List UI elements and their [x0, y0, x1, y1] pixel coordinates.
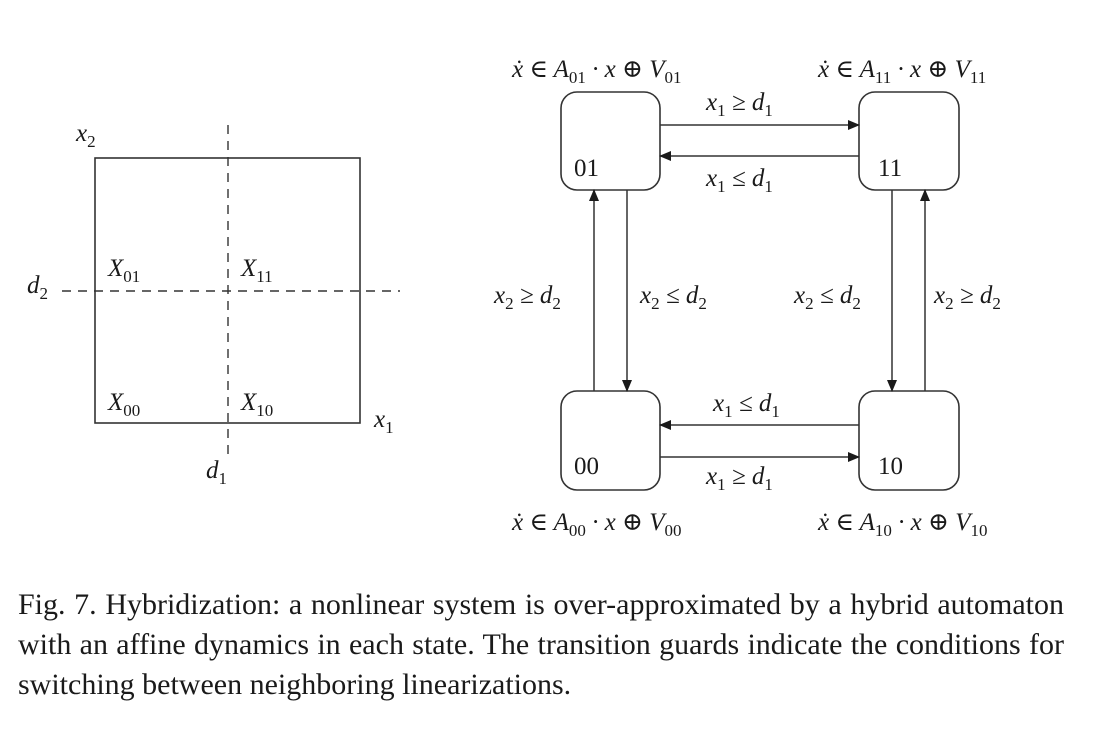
state-node-00: [560, 390, 661, 491]
guard-label-11-to-10: x2​ ≤ d2​: [793, 282, 861, 313]
guard-label-00-to-10: x1​ ≥ d1​: [705, 463, 773, 494]
guard-label-11-to-01: x1​ ≤ d1​: [705, 165, 773, 196]
hybridization-figure: x2 x1 d2 d1 X01 X11 X00 X10 01 11: [27, 56, 1001, 540]
guard-label-10-to-00: x1​ ≤ d1​: [712, 390, 780, 421]
region-label-x01: X01: [107, 255, 140, 286]
dynamics-label-00: ẋ ∈ A00​ · x ⊕ V00​: [511, 509, 682, 540]
state-node-10: [858, 390, 960, 491]
state-id-01: 01: [574, 155, 599, 182]
axis-label-x1: x1: [373, 406, 394, 437]
guard-label-01-to-11: x1​ ≥ d1​: [705, 89, 773, 120]
axis-label-x2: x2: [75, 120, 96, 151]
threshold-label-d2: d2: [27, 272, 48, 303]
region-label-x10: X10: [240, 389, 273, 420]
state-node-01: [560, 91, 661, 191]
guard-label-01-to-00: x2​ ≤ d2​: [639, 282, 707, 313]
state-id-10: 10: [878, 453, 903, 480]
state-id-11: 11: [878, 155, 902, 182]
dynamics-label-11: ẋ ∈ A11​ · x ⊕ V11​: [817, 56, 986, 87]
region-label-x11: X11: [240, 255, 273, 286]
guard-label-00-to-01: x2​ ≥ d2​: [493, 282, 561, 313]
guard-label-10-to-11: x2​ ≥ d2​: [933, 282, 1001, 313]
threshold-label-d1: d1: [206, 457, 227, 488]
hybrid-automaton: 01 11 00 10 ẋ ∈ A01​ · x ⊕ V01​ ẋ ∈ A11​…: [493, 56, 1001, 540]
region-label-x00: X00: [107, 389, 140, 420]
state-id-00: 00: [574, 453, 599, 480]
state-node-11: [858, 91, 960, 191]
partition-diagram: x2 x1 d2 d1 X01 X11 X00 X10: [27, 120, 400, 488]
dynamics-label-10: ẋ ∈ A10​ · x ⊕ V10​: [817, 509, 988, 540]
dynamics-label-01: ẋ ∈ A01​ · x ⊕ V01​: [511, 56, 682, 87]
figure-caption: Fig. 7. Hybridization: a nonlinear syste…: [18, 588, 1064, 701]
